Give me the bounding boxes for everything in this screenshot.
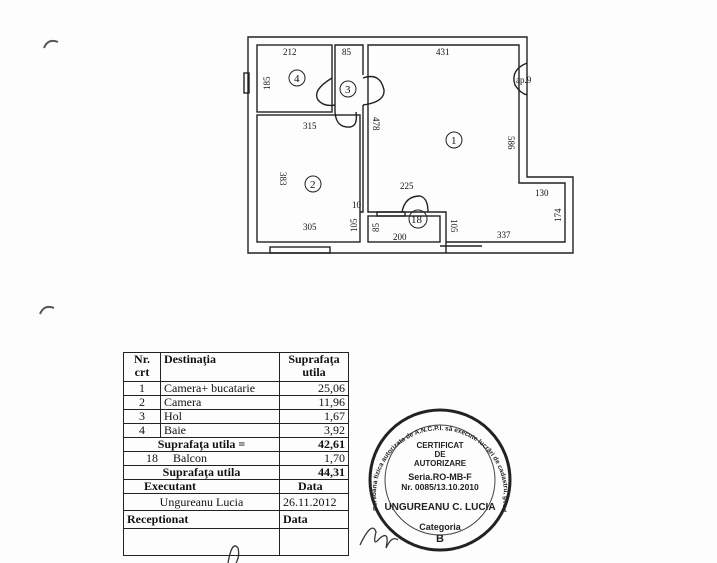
header-crt: crt [134, 365, 150, 379]
row-nr: 3 [123, 409, 161, 424]
dim-10: 10 [352, 200, 362, 210]
stamp-categoria: Categoria [419, 522, 462, 532]
subtotal-value: 42,61 [279, 437, 349, 452]
receptionat-label: Receptionat [123, 510, 280, 529]
dim-105: 105 [349, 218, 359, 232]
dim-337: 337 [497, 230, 511, 240]
dim-225: 225 [400, 181, 414, 191]
subtotal-label: Suprafaţa utila = [123, 437, 280, 452]
row-area: 3,92 [279, 423, 349, 438]
dim-105-balcony: 105 [449, 219, 459, 233]
dim-383: 383 [278, 172, 288, 186]
door-arc [315, 77, 336, 107]
balcony-row: 18 Balcon [123, 451, 280, 466]
receptionat-date-cell [279, 528, 349, 556]
room-number-18: 18 [411, 214, 423, 226]
dim-431: 431 [436, 47, 450, 57]
room-1-living [367, 44, 566, 243]
door-arc [401, 195, 429, 213]
row-area: 25,06 [279, 381, 349, 396]
dim-85: 85 [342, 47, 352, 57]
row-destination: Hol [160, 409, 280, 424]
header-suprafata: Suprafaţa [288, 352, 340, 366]
hall-wall [360, 105, 364, 213]
balcony-area: 1,70 [279, 451, 349, 466]
executant-label: Executant [123, 479, 280, 494]
row-nr: 2 [123, 395, 161, 410]
receptionat-date-label: Data [279, 510, 349, 529]
total-label: Suprafaţa utila [123, 465, 280, 480]
door-arc [334, 111, 358, 128]
header-nr: Nr. [134, 352, 150, 366]
room-number-2: 2 [310, 179, 316, 191]
window [376, 211, 406, 217]
dim-305: 305 [303, 222, 317, 232]
total-value: 44,31 [279, 465, 349, 480]
room-number-4: 4 [294, 73, 300, 85]
row-area: 1,67 [279, 409, 349, 424]
executant-date-label: Data [279, 479, 349, 494]
window [269, 246, 331, 254]
executant-date: 26.11.2012 [279, 493, 349, 511]
dim-212: 212 [283, 47, 297, 57]
row-destination: Camera+ bucatarie [160, 381, 280, 396]
apartment-label: ap.9 [516, 75, 532, 85]
stamp-seria: Seria.RO-MB-F [408, 472, 472, 482]
dim-586: 586 [506, 136, 516, 150]
dim-315: 315 [303, 121, 317, 131]
corner-mark [43, 39, 59, 49]
dim-174: 174 [553, 208, 563, 222]
dim-130: 130 [535, 188, 549, 198]
window [243, 72, 250, 94]
door-arc [362, 75, 385, 106]
stamp-nr: Nr. 0085/13.10.2010 [401, 482, 479, 492]
row-nr: 4 [123, 423, 161, 438]
dim-85-balcony: 85 [371, 223, 381, 233]
dim-185: 185 [262, 76, 272, 90]
outer-wall [247, 36, 574, 254]
dim-200: 200 [393, 232, 407, 242]
stamp-category-value: B [436, 533, 444, 545]
header-utila: utila [302, 365, 326, 379]
row-nr: 1 [123, 381, 161, 396]
room-3-hall [334, 44, 364, 112]
dim-478: 478 [371, 117, 381, 131]
room-2-camera [256, 114, 361, 243]
stamp-line3: AUTORIZARE [414, 459, 467, 468]
row-destination: Baie [160, 423, 280, 438]
stamp-name: UNGUREANU C. LUCIA [384, 502, 495, 513]
receptionat-cell [123, 528, 280, 556]
room-number-3: 3 [345, 84, 351, 96]
row-area: 11,96 [279, 395, 349, 410]
authorization-stamp: Persoana fizica autorizata de A.N.C.P.I.… [360, 400, 512, 552]
room-number-1: 1 [451, 135, 457, 147]
row-destination: Camera [160, 395, 280, 410]
corner-mark [39, 305, 55, 315]
header-destinatia: Destinaţia [164, 352, 216, 366]
door-arc [513, 62, 528, 96]
executant-name: Ungureanu Lucia [123, 493, 280, 511]
stamp-line1: CERTIFICAT [417, 441, 464, 450]
stamp-line2: DE [434, 450, 446, 459]
